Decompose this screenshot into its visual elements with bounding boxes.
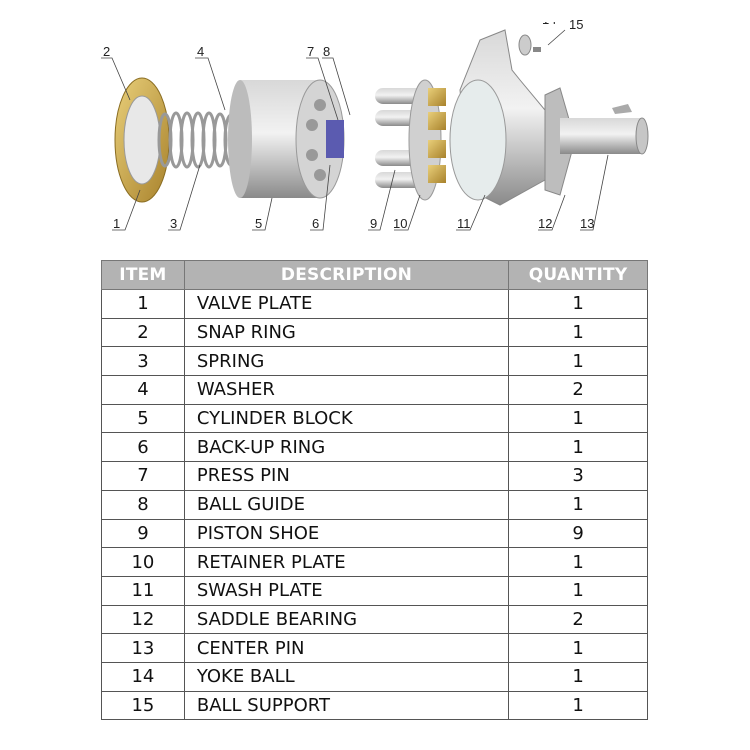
- quantity-cell: 1: [508, 289, 648, 319]
- spring-part: [157, 111, 239, 169]
- item-cell: 8: [101, 489, 185, 520]
- piston-assembly-part: [375, 79, 446, 201]
- item-cell: 12: [101, 604, 185, 635]
- description-cell: SPRING: [183, 346, 510, 377]
- callout-11: 11: [457, 216, 471, 231]
- description-cell: BALL SUPPORT: [183, 690, 510, 721]
- quantity-cell: 1: [508, 346, 648, 377]
- callout-2: 2: [103, 44, 110, 59]
- callout-6: 6: [312, 216, 319, 231]
- valve-plate-part: [114, 77, 170, 203]
- callout-3: 3: [170, 216, 177, 231]
- item-cell: 15: [101, 690, 185, 721]
- callout-8: 8: [323, 44, 330, 59]
- item-cell: 10: [101, 547, 185, 577]
- quantity-cell: 2: [508, 375, 648, 405]
- callout-7: 7: [307, 44, 314, 59]
- callout-4: 4: [197, 44, 204, 59]
- item-cell: 7: [101, 461, 185, 491]
- description-cell: PRESS PIN: [183, 461, 510, 491]
- shaft-part: [544, 87, 649, 196]
- exploded-pump-diagram: 2 1 4 3 5 6 7 8 9 10 11 12 13 14 15: [101, 0, 649, 231]
- item-cell: 4: [101, 375, 185, 405]
- callout-1: 1: [113, 216, 120, 231]
- description-cell: VALVE PLATE: [183, 289, 510, 319]
- description-cell: RETAINER PLATE: [183, 547, 510, 577]
- quantity-cell: 1: [508, 633, 648, 663]
- description-cell: BALL GUIDE: [183, 489, 510, 520]
- callout-9: 9: [370, 216, 377, 231]
- description-cell: SADDLE BEARING: [183, 604, 510, 635]
- quantity-cell: 2: [508, 604, 648, 635]
- quantity-cell: 3: [508, 461, 648, 491]
- description-cell: WASHER: [183, 375, 510, 405]
- description-cell: CENTER PIN: [183, 633, 510, 663]
- callout-5: 5: [255, 216, 262, 231]
- quantity-cell: 1: [508, 690, 648, 721]
- callout-12: 12: [538, 216, 552, 231]
- item-cell: 9: [101, 518, 185, 549]
- description-cell: YOKE BALL: [183, 661, 510, 692]
- description-cell: SNAP RING: [183, 317, 510, 348]
- description-cell: BACK-UP RING: [183, 432, 510, 463]
- quantity-cell: 1: [508, 403, 648, 434]
- quantity-cell: 1: [508, 317, 648, 348]
- callout-10: 10: [393, 216, 407, 231]
- callout-13: 13: [580, 216, 594, 231]
- callout-14: 14: [542, 12, 556, 27]
- header-item: ITEM: [101, 260, 185, 290]
- item-cell: 14: [101, 661, 185, 692]
- quantity-cell: 1: [508, 432, 648, 463]
- item-cell: 13: [101, 633, 185, 663]
- header-quantity: QUANTITY: [508, 260, 648, 290]
- header-description: DESCRIPTION: [183, 260, 510, 290]
- item-cell: 3: [101, 346, 185, 377]
- item-cell: 5: [101, 403, 185, 434]
- description-cell: PISTON SHOE: [183, 518, 510, 549]
- callout-15: 15: [569, 17, 583, 32]
- leader-lines: [101, 29, 609, 231]
- item-cell: 11: [101, 575, 185, 606]
- quantity-cell: 1: [508, 547, 648, 577]
- description-cell: CYLINDER BLOCK: [183, 403, 510, 434]
- swash-plate-part: [449, 29, 546, 206]
- cylinder-block-part: [228, 79, 345, 199]
- description-cell: SWASH PLATE: [183, 575, 510, 606]
- quantity-cell: 1: [508, 575, 648, 606]
- table-header-row: ITEM DESCRIPTION QUANTITY: [101, 260, 648, 290]
- item-cell: 1: [101, 289, 185, 319]
- quantity-cell: 9: [508, 518, 648, 549]
- item-cell: 2: [101, 317, 185, 348]
- item-cell: 6: [101, 432, 185, 463]
- quantity-cell: 1: [508, 661, 648, 692]
- quantity-cell: 1: [508, 489, 648, 520]
